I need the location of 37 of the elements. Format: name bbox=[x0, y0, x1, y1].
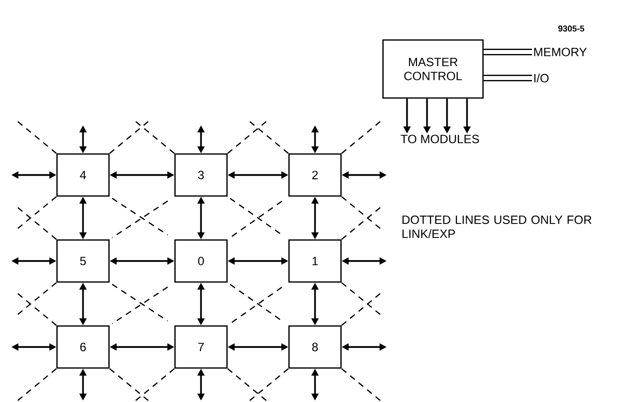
dashed-line bbox=[341, 196, 382, 230]
dashed-line bbox=[248, 368, 289, 402]
dashed-line bbox=[227, 120, 268, 154]
module-box: 8 bbox=[288, 325, 342, 369]
dashed-line bbox=[16, 206, 57, 240]
figure-number: 9305-5 bbox=[558, 26, 584, 32]
bus-line bbox=[484, 48, 532, 56]
module-box: 3 bbox=[174, 153, 228, 197]
dashed-line bbox=[109, 120, 150, 154]
dashed-line bbox=[16, 368, 57, 402]
bus-line bbox=[484, 74, 532, 82]
dashed-line bbox=[16, 292, 57, 326]
bus-label: I/O bbox=[534, 74, 549, 82]
dashed-line bbox=[248, 120, 289, 154]
module-box: 7 bbox=[174, 325, 228, 369]
dashed-line bbox=[16, 282, 57, 316]
dashed-line bbox=[341, 282, 382, 316]
module-box: 4 bbox=[56, 153, 110, 197]
dashed-line bbox=[341, 206, 382, 240]
note-text: DOTTED LINES USED ONLY FOR LINK/EXP bbox=[402, 216, 592, 238]
module-box: 6 bbox=[56, 325, 110, 369]
dashed-line bbox=[341, 120, 382, 154]
dashed-line bbox=[134, 368, 175, 402]
control-box: MASTER CONTROL bbox=[382, 39, 484, 99]
dashed-line bbox=[16, 196, 57, 230]
dashed-line bbox=[134, 120, 175, 154]
dashed-line bbox=[227, 368, 268, 402]
output-label: TO MODULES bbox=[400, 134, 479, 144]
module-box: 0 bbox=[174, 239, 228, 283]
module-box: 2 bbox=[288, 153, 342, 197]
module-box: 5 bbox=[56, 239, 110, 283]
dashed-line bbox=[341, 292, 382, 326]
dashed-line bbox=[341, 368, 382, 402]
dashed-line bbox=[16, 120, 57, 154]
bus-label: MEMORY bbox=[534, 48, 587, 56]
dashed-line bbox=[109, 368, 150, 402]
module-box: 1 bbox=[288, 239, 342, 283]
